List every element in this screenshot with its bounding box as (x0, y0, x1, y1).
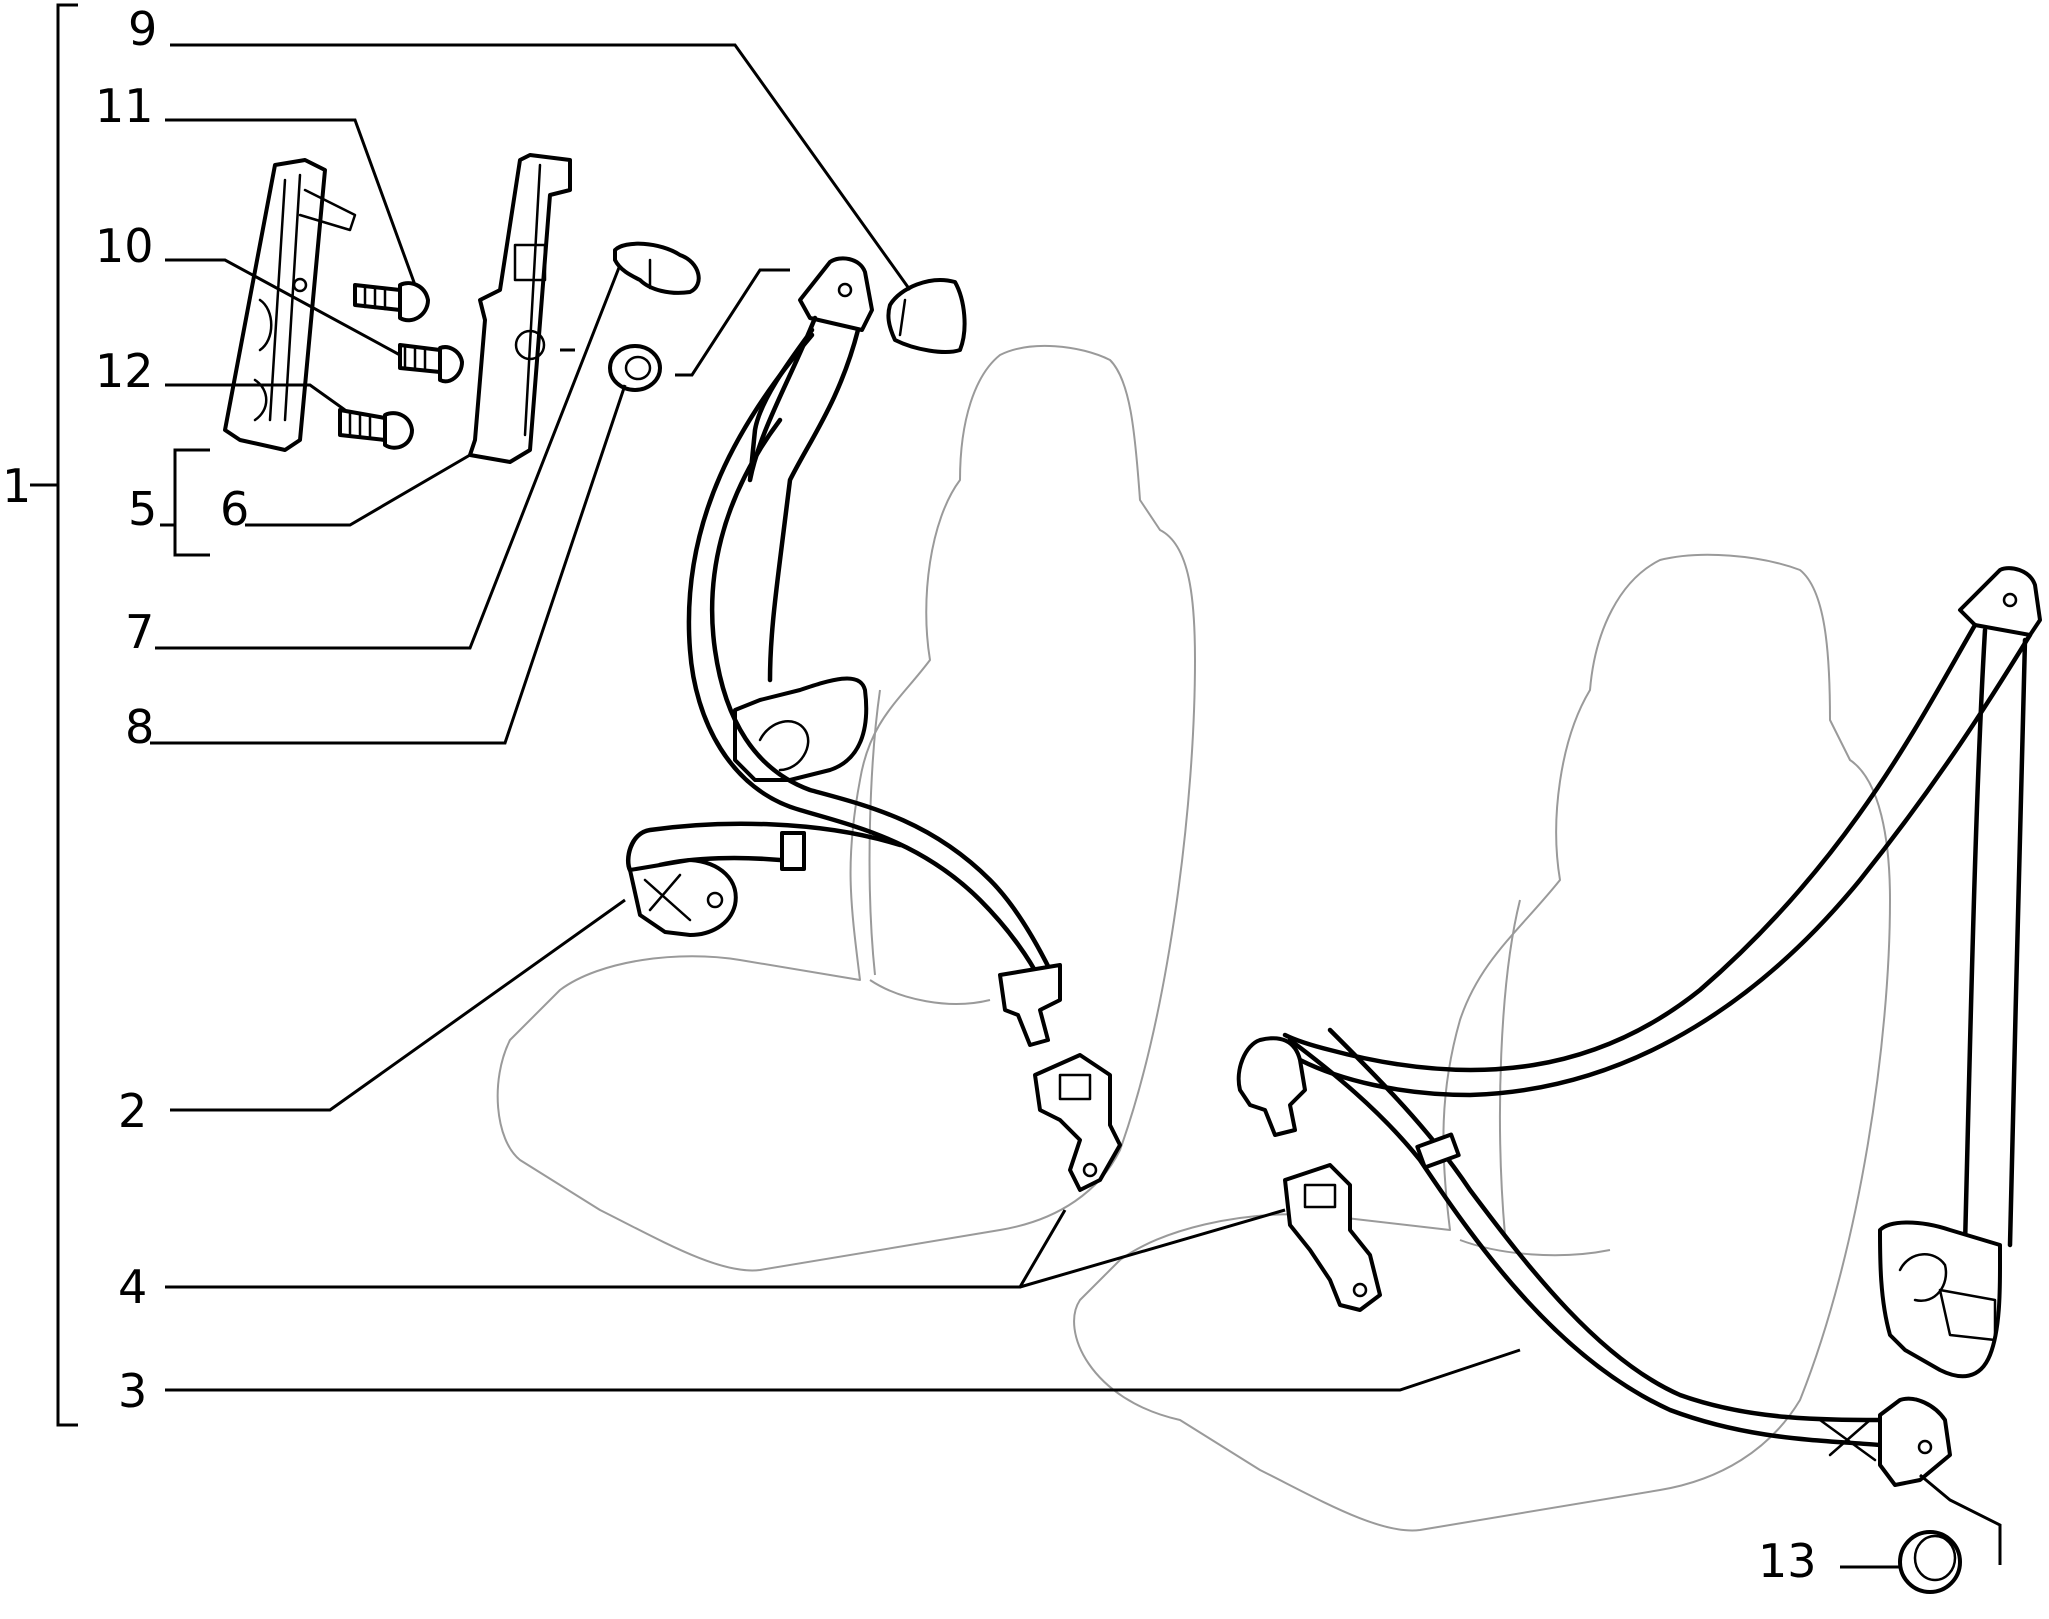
callout-4: 4 (118, 1260, 147, 1314)
rear-seat-outline (1073, 553, 1891, 1532)
rear-tongue (1236, 1036, 1307, 1137)
part-8-spacer (608, 344, 662, 392)
callout-5: 5 (128, 482, 157, 536)
rear-lower-anchor (1878, 1396, 1952, 1487)
part-11-bolt (353, 281, 430, 323)
callout-13: 13 (1758, 1534, 1817, 1588)
rear-belt-guide (1415, 1132, 1461, 1170)
front-seat-belt (625, 256, 1062, 1047)
front-upper-anchor (798, 256, 874, 332)
callout-11: 11 (95, 79, 154, 133)
front-sill-anchor (628, 858, 738, 937)
front-seat-outline (496, 345, 1196, 1272)
callout-12: 12 (95, 344, 154, 398)
front-tongue (998, 963, 1062, 1047)
front-retractor (733, 676, 869, 782)
front-buckle (1033, 1053, 1122, 1192)
callout-labels: 1 2 3 4 5 6 7 8 9 10 11 12 13 (2, 2, 1817, 1588)
part-10-bolt (398, 343, 464, 384)
callout-7: 7 (125, 605, 154, 659)
rear-retractor (1878, 1220, 2002, 1379)
callout-2: 2 (118, 1084, 147, 1138)
callout-6: 6 (220, 482, 249, 536)
part-7-cover (613, 241, 701, 295)
front-belt-guide (780, 831, 806, 871)
rear-upper-anchor (1958, 566, 2042, 637)
front-upper-anchor-bolt-hole (837, 282, 853, 298)
rear-seat-belt (1236, 566, 2042, 1487)
rear-buckle (1283, 1163, 1382, 1312)
callout-1: 1 (2, 459, 31, 513)
leader-lines (30, 3, 2002, 1569)
callout-9: 9 (128, 2, 157, 56)
part-9-cover (886, 278, 967, 354)
part-12-bolt (338, 408, 414, 450)
callout-8: 8 (125, 700, 154, 754)
part-13-cap (1898, 1530, 1962, 1594)
callout-10: 10 (95, 219, 154, 273)
part-6-plate (468, 153, 572, 464)
part-5-bracket (223, 158, 357, 452)
callout-3: 3 (118, 1364, 147, 1418)
